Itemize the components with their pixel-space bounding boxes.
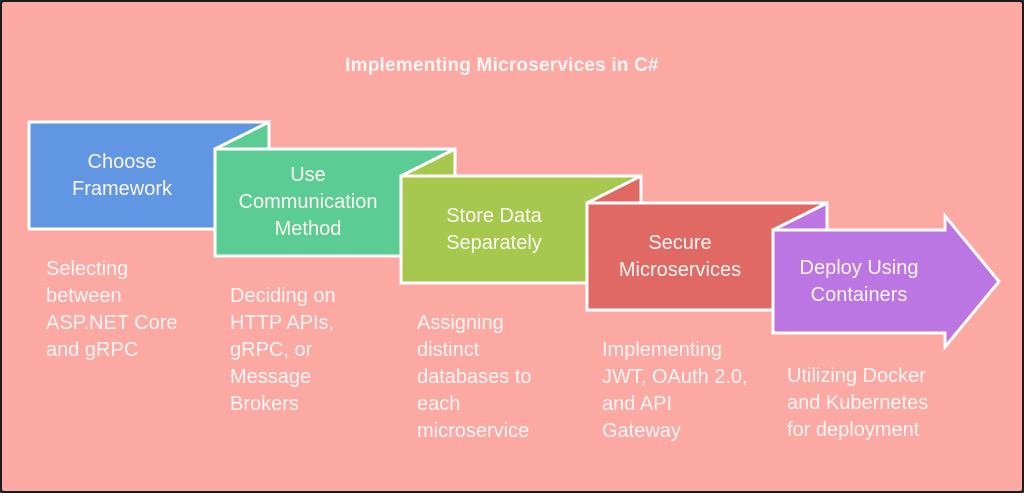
step-description-deploy-using-containers: Utilizing Docker and Kubernetes for depl…	[787, 365, 929, 441]
step-description-use-communication-method: Deciding on HTTP APIs, gRPC, or Message …	[230, 285, 336, 415]
step-label-store-data-separately: Store Data Separately	[446, 204, 542, 254]
page-title: Implementing Microservices in C#	[345, 55, 659, 76]
step-label-secure-microservices: Secure Microservices	[618, 231, 742, 281]
step-label-deploy-using-containers: Deploy Using Containers	[799, 256, 919, 306]
step-description-choose-framework: Selecting between ASP.NET Core and gRPC	[46, 258, 178, 361]
step-description-store-data-separately: Assigning distinct databases to each mic…	[417, 312, 532, 442]
step-label-use-communication-method: Use Communication Method	[238, 164, 378, 240]
step-label-choose-framework: Choose Framework	[71, 150, 172, 200]
step-description-secure-microservices: Implementing JWT, OAuth 2.0, and API Gat…	[602, 339, 748, 442]
arrow-shape	[771, 211, 1001, 352]
